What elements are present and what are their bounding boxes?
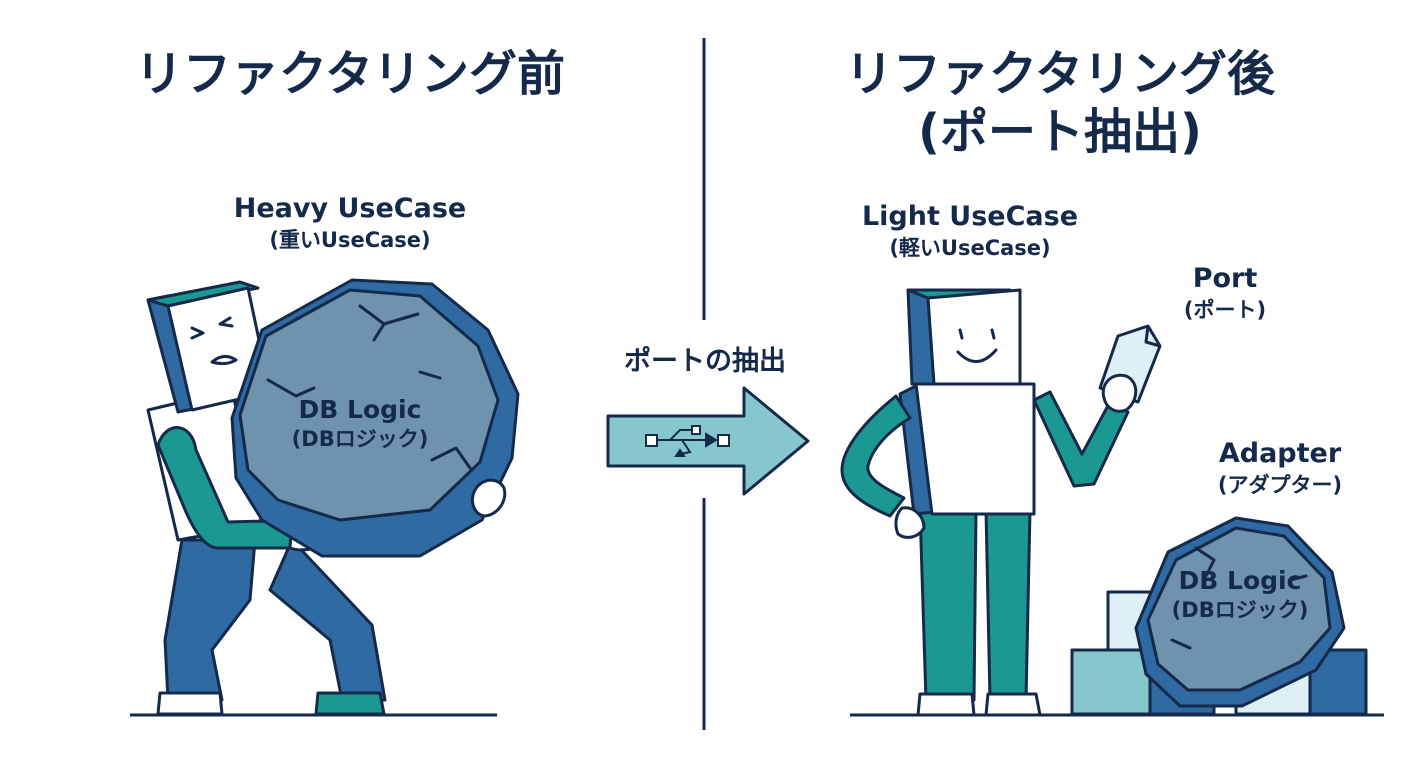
small-rock-label: DB Logic xyxy=(1178,566,1302,595)
heavy-usecase-label: Heavy UseCase xyxy=(233,193,467,224)
small-rock-sublabel: (DBロジック) xyxy=(1171,598,1309,622)
large-rock-label: DB Logic xyxy=(298,395,422,424)
db-logic-rock-small xyxy=(1134,516,1346,708)
light-usecase-sublabel: (軽いUseCase) xyxy=(889,236,1051,260)
large-rock-sublabel: (DBロジック) xyxy=(291,427,429,451)
port-sublabel: (ポート) xyxy=(1183,298,1267,322)
after-title-line2: (ポート抽出) xyxy=(918,104,1202,160)
back-hand xyxy=(470,478,507,518)
light-usecase-label: Light UseCase xyxy=(861,201,1079,232)
arrow-label: ポートの抽出 xyxy=(624,346,786,377)
port-label: Port xyxy=(1192,263,1258,294)
adapter-sublabel: (アダプター) xyxy=(1217,473,1343,497)
before-title: リファクタリング前 xyxy=(134,46,566,102)
heavy-usecase-sublabel: (重いUseCase) xyxy=(269,228,431,252)
usb-icon xyxy=(645,425,730,457)
after-title-line1: リファクタリング後 xyxy=(844,46,1276,102)
db-logic-rock-large xyxy=(230,278,520,558)
light-usecase-figure xyxy=(840,288,1138,717)
adapter-label: Adapter xyxy=(1218,438,1342,469)
